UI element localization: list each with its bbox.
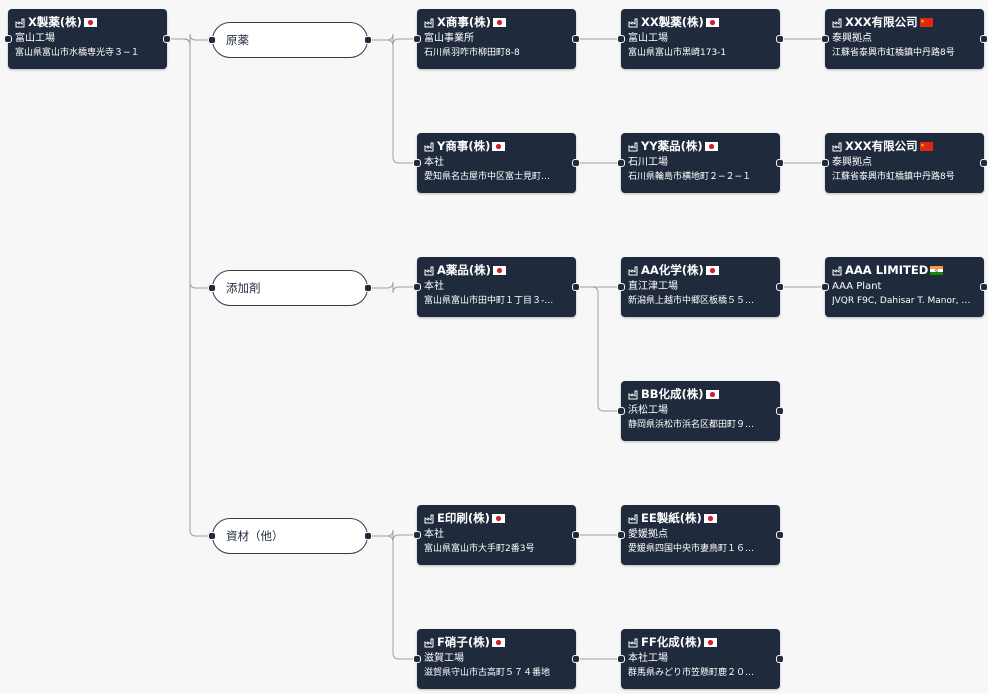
japan-flag-icon xyxy=(492,142,506,151)
connection-port[interactable] xyxy=(4,35,12,43)
connection-port[interactable] xyxy=(617,655,625,663)
factory-icon xyxy=(628,142,640,152)
factory-icon xyxy=(628,266,640,276)
connection-port[interactable] xyxy=(572,35,580,43)
connector-line xyxy=(368,281,417,294)
factory-icon xyxy=(832,18,844,28)
node-xxx-yuugenkoushi-1[interactable]: XXX有限公司 泰興拠点 江蘇省泰興市虹橋鎮中丹路8号 xyxy=(825,9,984,69)
node-ee-seishi[interactable]: EE製紙(株) 愛媛拠点 愛媛県四国中央市妻鳥町１６… xyxy=(621,505,780,565)
japan-flag-icon xyxy=(705,266,719,275)
connection-port[interactable] xyxy=(413,283,421,291)
factory-icon xyxy=(15,18,27,28)
connection-port[interactable] xyxy=(413,35,421,43)
factory-icon xyxy=(628,638,640,648)
connection-port[interactable] xyxy=(572,159,580,167)
connector-line xyxy=(167,38,212,537)
japan-flag-icon xyxy=(705,18,719,27)
node-x-shoji[interactable]: X商事(株) 富山事業所 石川県羽咋市柳田町8-8 xyxy=(417,9,576,69)
connection-port[interactable] xyxy=(572,283,580,291)
connection-port[interactable] xyxy=(364,532,372,540)
node-a-yakuhin[interactable]: A薬品(株) 本社 富山県富山市田中町１丁目３-… xyxy=(417,257,576,317)
china-flag-icon xyxy=(919,142,933,151)
connection-port[interactable] xyxy=(776,283,784,291)
japan-flag-icon xyxy=(703,638,717,647)
connection-port[interactable] xyxy=(617,159,625,167)
japan-flag-icon xyxy=(83,18,97,27)
connector-line xyxy=(368,33,417,46)
factory-icon xyxy=(628,514,640,524)
connection-port[interactable] xyxy=(413,531,421,539)
china-flag-icon xyxy=(919,18,933,27)
node-xx-seiyaku[interactable]: XX製薬(株) 富山工場 富山県富山市黒崎173-1 xyxy=(621,9,780,69)
connection-port[interactable] xyxy=(572,531,580,539)
connection-port[interactable] xyxy=(364,284,372,292)
category-shizai[interactable]: 資材（他） xyxy=(212,518,368,554)
japan-flag-icon xyxy=(492,266,506,275)
factory-icon xyxy=(424,18,436,28)
factory-icon xyxy=(424,266,436,276)
connection-port[interactable] xyxy=(617,531,625,539)
india-flag-icon xyxy=(930,266,944,275)
connection-port[interactable] xyxy=(208,284,216,292)
connection-port[interactable] xyxy=(821,283,829,291)
node-ff-kasei[interactable]: FF化成(株) 本社工場 群馬県みどり市笠懸町鹿２０… xyxy=(621,629,780,689)
connection-port[interactable] xyxy=(617,407,625,415)
connection-port[interactable] xyxy=(617,35,625,43)
connection-port[interactable] xyxy=(413,655,421,663)
node-bb-kasei[interactable]: BB化成(株) 浜松工場 静岡県浜松市浜名区都田町９… xyxy=(621,381,780,441)
root-node-x-seiyaku[interactable]: X製薬(株) 富山工場 富山県富山市水橋専光寺３−１ xyxy=(8,9,167,69)
connection-port[interactable] xyxy=(821,159,829,167)
connection-port[interactable] xyxy=(776,159,784,167)
factory-icon xyxy=(832,266,844,276)
factory-icon xyxy=(424,638,436,648)
japan-flag-icon xyxy=(704,142,718,151)
node-f-garasu[interactable]: F硝子(株) 滋賀工場 滋賀県守山市古高町５７４番地 xyxy=(417,629,576,689)
factory-icon xyxy=(628,18,640,28)
factory-icon xyxy=(832,142,844,152)
connection-port[interactable] xyxy=(776,407,784,415)
factory-icon xyxy=(628,390,640,400)
factory-icon xyxy=(424,142,436,152)
connection-port[interactable] xyxy=(776,35,784,43)
japan-flag-icon xyxy=(705,390,719,399)
connection-port[interactable] xyxy=(776,655,784,663)
node-aaa-limited[interactable]: AAA LIMITED AAA Plant JVQR F9C, Dahisar … xyxy=(825,257,984,317)
node-e-insatsu[interactable]: E印刷(株) 本社 富山県富山市大手町2番3号 xyxy=(417,505,576,565)
connector-line xyxy=(368,535,417,660)
japan-flag-icon xyxy=(492,18,506,27)
connection-port[interactable] xyxy=(980,159,988,167)
node-xxx-yuugenkoushi-2[interactable]: XXX有限公司 泰興拠点 江蘇省泰興市虹橋鎮中丹路8号 xyxy=(825,133,984,193)
japan-flag-icon xyxy=(491,638,505,647)
category-genyaku[interactable]: 原薬 xyxy=(212,22,368,58)
connection-port[interactable] xyxy=(821,35,829,43)
node-aa-kagaku[interactable]: AA化学(株) 直江津工場 新潟県上越市中郷区板橋５５… xyxy=(621,257,780,317)
connection-port[interactable] xyxy=(980,283,988,291)
node-yy-yakuhin[interactable]: YY薬品(株) 石川工場 石川県輪島市横地町２−２−１ xyxy=(621,133,780,193)
connection-port[interactable] xyxy=(617,283,625,291)
connection-port[interactable] xyxy=(413,159,421,167)
node-y-shoji[interactable]: Y商事(株) 本社 愛知県名古屋市中区富士見町… xyxy=(417,133,576,193)
category-tenkazai[interactable]: 添加剤 xyxy=(212,270,368,306)
connection-port[interactable] xyxy=(208,532,216,540)
connection-port[interactable] xyxy=(776,531,784,539)
japan-flag-icon xyxy=(703,514,717,523)
connection-port[interactable] xyxy=(208,36,216,44)
connection-port[interactable] xyxy=(572,655,580,663)
connector-line xyxy=(368,529,417,542)
connection-port[interactable] xyxy=(980,35,988,43)
connector-line xyxy=(368,39,417,164)
connection-port[interactable] xyxy=(364,36,372,44)
connector-line xyxy=(576,286,621,412)
connection-port[interactable] xyxy=(163,35,171,43)
factory-icon xyxy=(424,514,436,524)
japan-flag-icon xyxy=(491,514,505,523)
